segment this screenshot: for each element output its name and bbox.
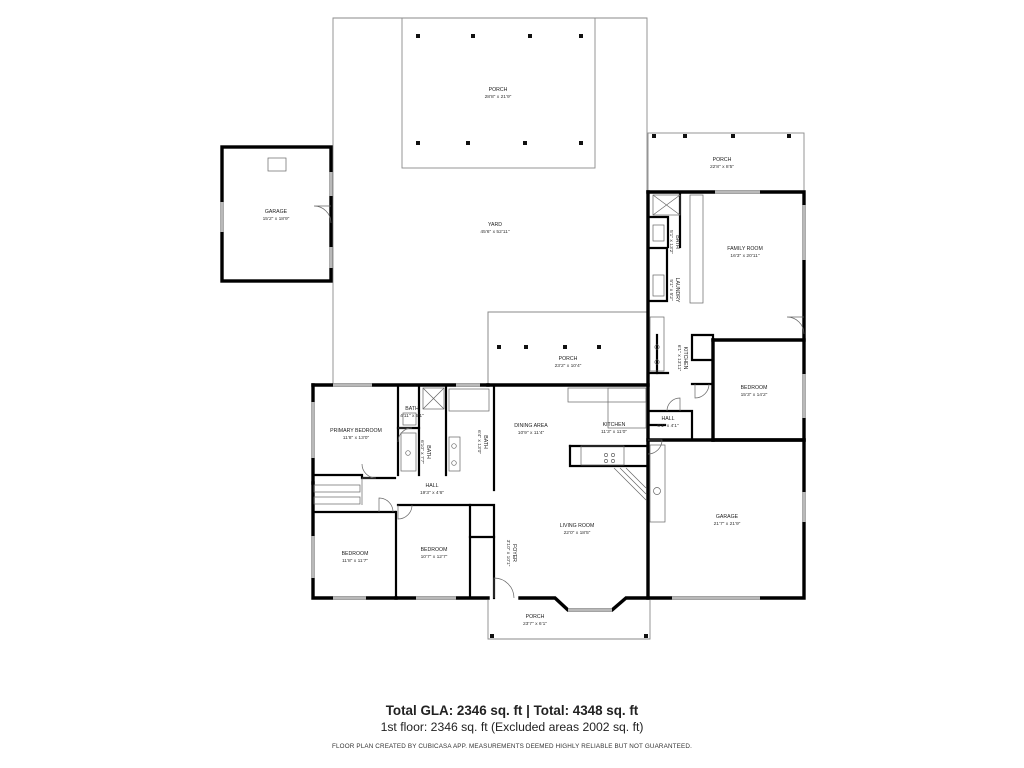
detached-garage <box>220 145 333 283</box>
room-dims: 19'3" x 4'6" <box>420 490 444 496</box>
room-dims: 6'1" x 13'11" <box>676 345 682 372</box>
floor-area: 1st floor: 2346 sq. ft (Excluded areas 2… <box>380 720 644 734</box>
room-name: PORCH <box>713 157 732 163</box>
room-dims: 16'3" x 20'11" <box>730 253 759 259</box>
room-name: BEDROOM <box>741 385 768 391</box>
room-name: DINING AREA <box>514 423 548 429</box>
room-name: PRIMARY BEDROOM <box>330 428 382 434</box>
room-name: HALL <box>662 416 675 422</box>
room-name: BATH <box>425 445 431 459</box>
room-name: BATH <box>405 406 419 412</box>
room-name: YARD <box>488 222 502 228</box>
room-name: FOYER <box>511 544 517 562</box>
room-dims: 45'6" x 52'11" <box>480 229 509 235</box>
room-name: HALL <box>426 483 439 489</box>
room-name: FAMILY ROOM <box>727 246 763 252</box>
room-dims: 6'10" x 7'7" <box>419 440 425 464</box>
room-name: PORCH <box>526 614 545 620</box>
room-name: GARAGE <box>265 209 288 215</box>
room-dims: 10'9" x 11'4" <box>518 430 545 436</box>
room-name: BATH <box>674 235 680 249</box>
total-area: Total GLA: 2346 sq. ft | Total: 4348 sq.… <box>385 703 639 718</box>
room-dims: 15'2" x 18'9" <box>263 216 290 222</box>
room-dims: 6'1" x 4'1" <box>657 423 679 429</box>
room-name: LAUNDRY <box>674 278 680 303</box>
yard-outline <box>332 17 648 386</box>
room-dims: 23'2" x 10'4" <box>555 363 582 369</box>
windows <box>311 190 806 612</box>
room-dims: 3'10" x 10'1" <box>505 540 511 567</box>
room-dims: 6'4" x 13'0" <box>476 430 482 454</box>
room-dims: 5'1" x 5'2" <box>668 279 674 301</box>
room-dims: 11'8" x 11'7" <box>342 558 368 564</box>
room-labels: PORCH 28'8" x 21'9" PORCH 22'8" x 8'5" G… <box>263 87 768 627</box>
disclaimer: FLOOR PLAN CREATED BY CUBICASA APP. MEAS… <box>332 743 692 750</box>
room-name: LIVING ROOM <box>560 523 595 529</box>
fixtures <box>313 194 704 523</box>
room-name: KITCHEN <box>682 347 688 370</box>
room-name: PORCH <box>559 356 578 362</box>
room-name: BATH <box>482 435 488 449</box>
room-dims: 28'8" x 21'9" <box>485 94 512 100</box>
room-dims: 5'1" x 13'2" <box>668 230 674 254</box>
room-dims: 23'7" x 6'1" <box>523 621 547 627</box>
room-name: PORCH <box>489 87 508 93</box>
porch-mid-outline <box>487 311 649 385</box>
porch-top-outline <box>401 17 596 169</box>
room-dims: 11'3" x 11'0" <box>601 429 627 435</box>
room-dims: 22'0" x 18'5" <box>564 530 591 536</box>
porch-posts <box>416 34 791 638</box>
room-dims: 4'11" x 5'1" <box>400 413 424 419</box>
room-name: GARAGE <box>716 514 739 520</box>
porch-front-outline <box>487 600 651 640</box>
room-dims: 10'7" x 12'7" <box>421 554 448 560</box>
room-name: BEDROOM <box>421 547 448 553</box>
room-name: BEDROOM <box>342 551 369 557</box>
room-name: KITCHEN <box>603 422 626 428</box>
room-dims: 22'8" x 8'5" <box>710 164 734 170</box>
room-dims: 11'8" x 13'0" <box>343 435 370 441</box>
room-dims: 21'7" x 21'9" <box>714 521 741 527</box>
doors <box>361 316 805 599</box>
outdoor-areas <box>332 17 805 640</box>
room-dims: 15'3" x 14'2" <box>741 392 768 398</box>
